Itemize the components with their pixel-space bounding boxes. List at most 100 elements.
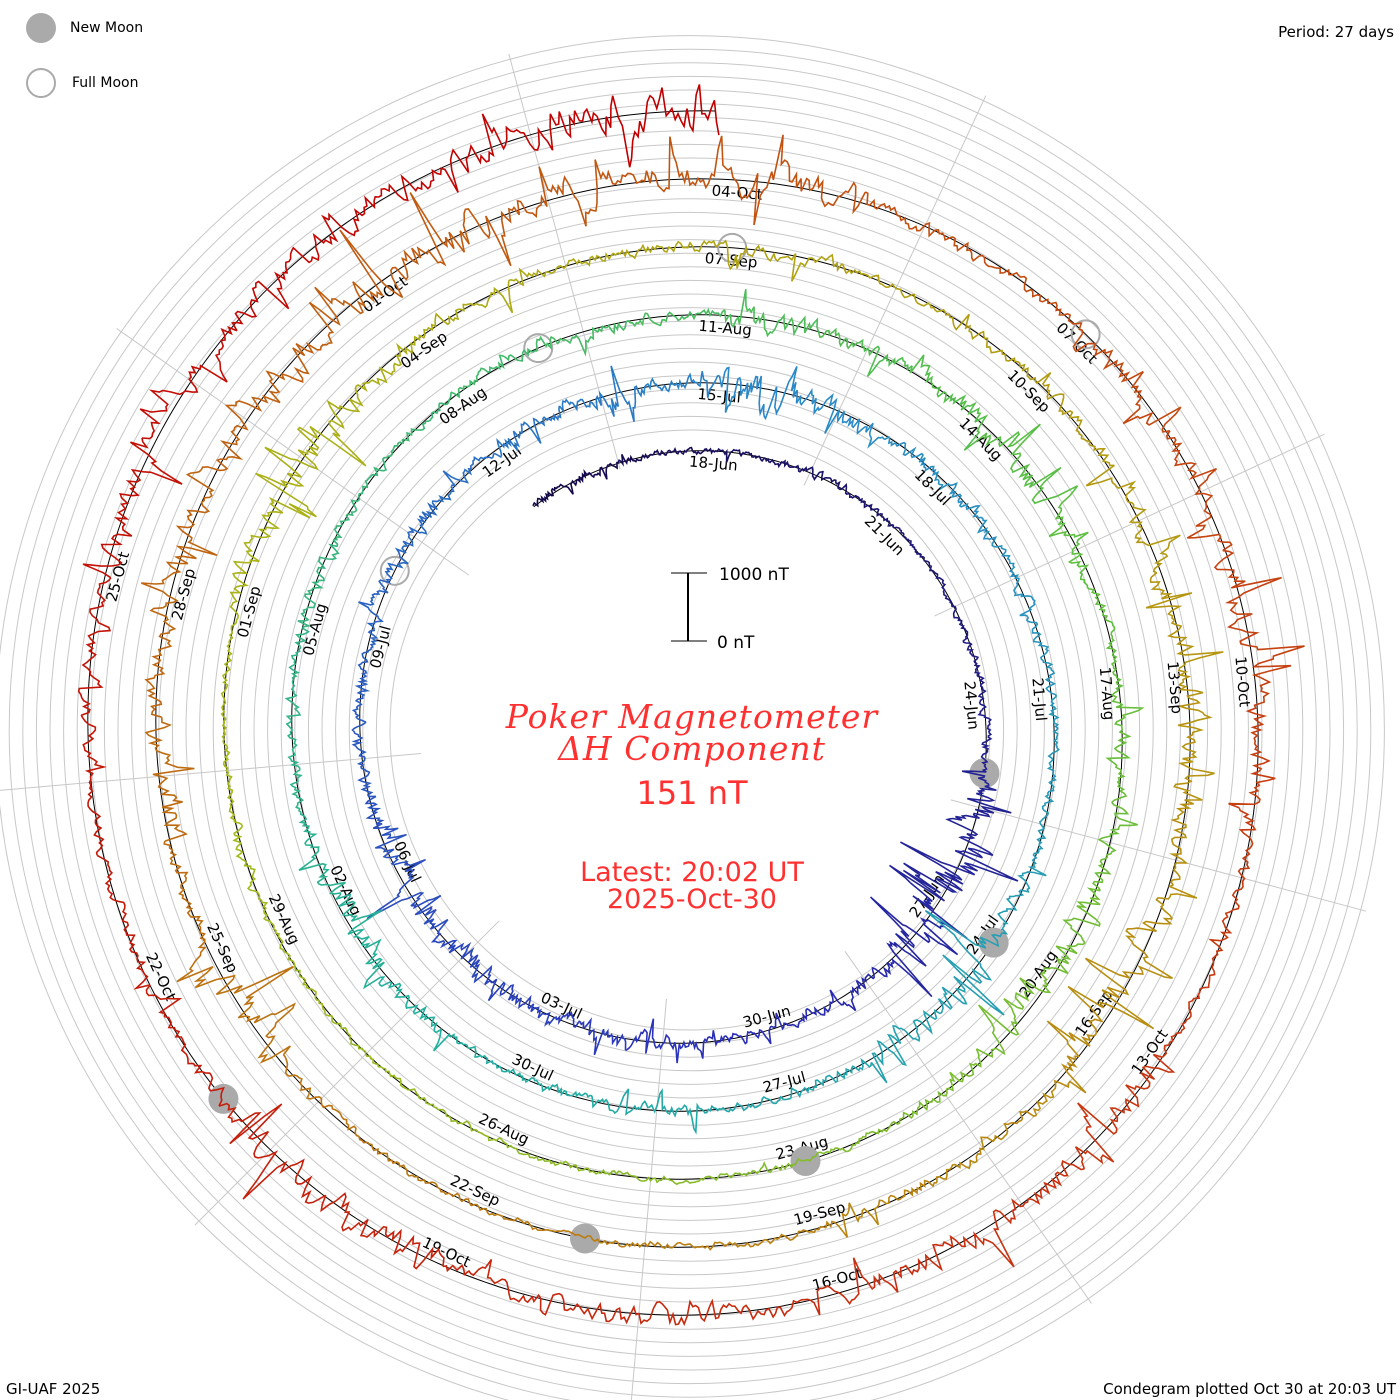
data-segment bbox=[1085, 464, 1181, 574]
data-segment bbox=[734, 134, 867, 226]
data-segment bbox=[82, 437, 183, 579]
data-segment bbox=[332, 458, 388, 541]
data-segment bbox=[287, 281, 383, 383]
data-segment bbox=[378, 976, 451, 1052]
data-segment bbox=[508, 252, 619, 287]
data-segment bbox=[358, 567, 393, 648]
grid-circle bbox=[49, 89, 1331, 1371]
date-label: 28-Sep bbox=[168, 566, 199, 622]
data-segment bbox=[969, 1160, 1085, 1268]
data-segment bbox=[532, 468, 589, 508]
latest-time: Latest: 20:02 UT bbox=[580, 857, 804, 888]
grid-circle bbox=[63, 103, 1317, 1357]
data-segment bbox=[599, 1168, 706, 1186]
latest-date: 2025-Oct-30 bbox=[607, 884, 777, 915]
data-segment bbox=[870, 1009, 943, 1084]
date-label: 21-Jul bbox=[1028, 677, 1050, 722]
grid-circle bbox=[253, 293, 1127, 1167]
data-segment bbox=[991, 539, 1036, 618]
data-segment bbox=[638, 371, 720, 398]
grid-circle bbox=[226, 266, 1154, 1194]
legend-new-moon: New Moon bbox=[26, 13, 143, 43]
grid-spoke bbox=[194, 920, 500, 1226]
data-segment bbox=[935, 1110, 1037, 1183]
data-segment bbox=[1074, 1053, 1176, 1170]
data-segment bbox=[282, 1054, 368, 1144]
data-segment bbox=[558, 365, 640, 423]
data-segment bbox=[386, 502, 438, 571]
data-segment bbox=[704, 1158, 808, 1182]
data-segment bbox=[612, 1088, 704, 1135]
data-segment bbox=[1046, 695, 1060, 782]
full-moon-marker bbox=[379, 555, 410, 586]
full-moon-icon bbox=[26, 68, 56, 98]
data-segment bbox=[297, 539, 340, 629]
data-segment bbox=[979, 254, 1084, 334]
data-segment bbox=[1105, 689, 1145, 792]
grid-spoke bbox=[0, 753, 422, 791]
date-label: 30-Jun bbox=[741, 1002, 793, 1032]
data-segment bbox=[328, 148, 462, 237]
grid-spoke bbox=[934, 433, 1325, 617]
data-segment bbox=[449, 1033, 530, 1084]
grid-circle bbox=[321, 361, 1059, 1099]
data-segment bbox=[320, 1192, 445, 1270]
data-segment bbox=[413, 280, 514, 342]
data-segment bbox=[139, 326, 238, 440]
data-segment bbox=[231, 214, 339, 332]
data-segment bbox=[625, 1018, 702, 1064]
new-moon-icon bbox=[26, 13, 56, 43]
data-segment bbox=[1165, 430, 1233, 552]
data-segment bbox=[431, 452, 495, 504]
data-segment bbox=[335, 893, 385, 990]
data-segment bbox=[909, 354, 989, 451]
scale-bar: 1000 nT 0 nT bbox=[671, 565, 789, 653]
data-segment bbox=[77, 577, 112, 716]
chart-subtitle: ΔH Component bbox=[558, 729, 826, 768]
data-segment bbox=[528, 1077, 614, 1112]
data-segment bbox=[627, 307, 726, 328]
grid-circle bbox=[239, 279, 1141, 1181]
data-segment bbox=[974, 423, 1079, 505]
grid-spoke bbox=[950, 799, 1367, 912]
new-moon-marker bbox=[969, 758, 1000, 789]
grid-circle bbox=[131, 171, 1249, 1289]
data-segment bbox=[1032, 1006, 1104, 1116]
data-segment bbox=[229, 510, 283, 611]
data-segment bbox=[285, 719, 305, 813]
data-segment bbox=[232, 824, 275, 927]
data-segment bbox=[1173, 684, 1215, 801]
data-segment bbox=[144, 717, 195, 842]
data-segment bbox=[339, 192, 491, 299]
data-segment bbox=[837, 958, 911, 1012]
data-segment bbox=[1094, 592, 1124, 691]
data-segment bbox=[200, 370, 289, 472]
data-series bbox=[77, 84, 1305, 1327]
data-segment bbox=[1228, 676, 1276, 809]
data-segment bbox=[795, 387, 874, 436]
data-segment bbox=[937, 479, 998, 541]
data-segment bbox=[708, 1284, 846, 1321]
data-segment bbox=[163, 840, 207, 966]
grid-circle bbox=[348, 388, 1032, 1072]
scale-bottom-label: 0 nT bbox=[717, 633, 755, 653]
data-segment bbox=[364, 795, 409, 866]
grid-circle bbox=[90, 130, 1290, 1330]
data-segment bbox=[1213, 549, 1305, 679]
grid-circle bbox=[362, 402, 1018, 1058]
grid-circle bbox=[35, 75, 1345, 1385]
data-segment bbox=[351, 646, 374, 723]
data-segment bbox=[700, 1025, 772, 1059]
data-segment bbox=[220, 609, 240, 720]
data-segment bbox=[487, 978, 558, 1027]
data-segment bbox=[96, 854, 151, 990]
grid-spoke bbox=[844, 950, 1092, 1304]
date-label: 10-Oct bbox=[1231, 656, 1253, 708]
grid-circle bbox=[171, 211, 1209, 1249]
date-label: 12-Jul bbox=[479, 442, 525, 482]
data-segment bbox=[255, 419, 367, 519]
data-segment bbox=[596, 84, 720, 168]
date-label: 18-Jun bbox=[688, 452, 738, 474]
data-segment bbox=[450, 347, 538, 399]
data-segment bbox=[366, 1141, 472, 1207]
